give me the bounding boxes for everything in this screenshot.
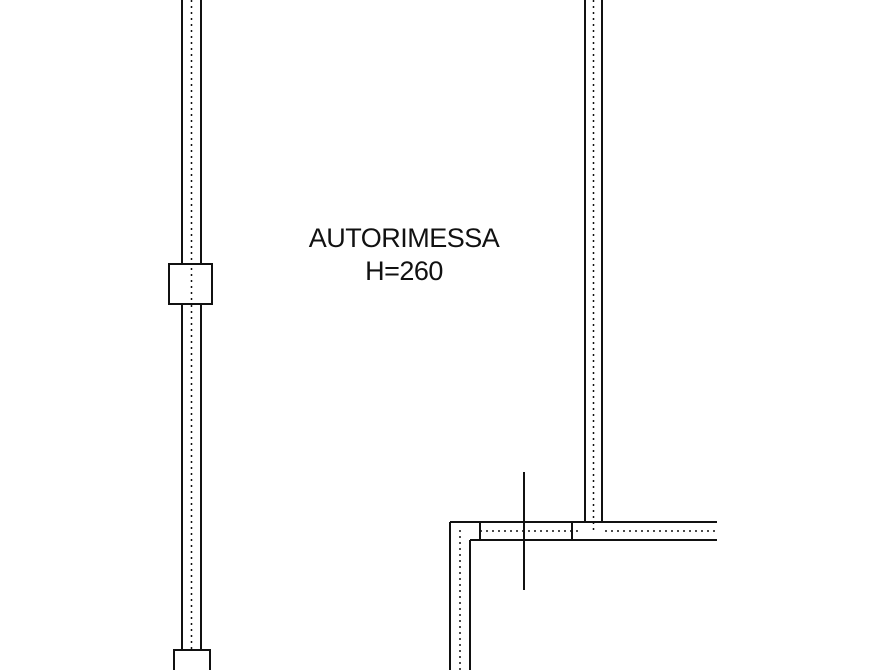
wall-column-bottom: [173, 649, 211, 670]
right-wall: [584, 0, 603, 530]
corner-wall: [449, 522, 471, 670]
room-name: AUTORIMESSA: [308, 223, 500, 253]
room-height: H=260: [365, 256, 443, 286]
lower-wall: [450, 521, 717, 541]
wall-column: [168, 263, 213, 305]
left-wall: [181, 0, 202, 650]
room-label: AUTORIMESSA H=260: [280, 222, 528, 288]
